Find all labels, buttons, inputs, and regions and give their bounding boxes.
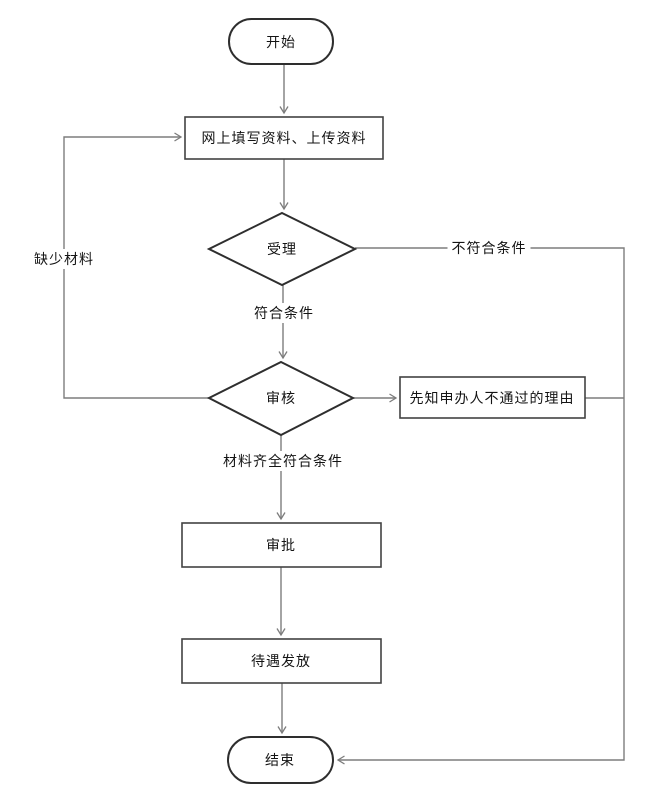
- node-accept-decision: [206, 211, 358, 287]
- node-end-terminator: [227, 736, 334, 784]
- node-benefits-label: 待遇发放: [251, 653, 311, 669]
- node-benefits-process: [181, 638, 382, 684]
- node-start-terminator: [228, 18, 334, 65]
- node-approve-label: 审批: [266, 537, 296, 553]
- node-approve-process: [181, 522, 382, 568]
- node-fill-upload-label: 网上填写资料、上传资料: [201, 130, 367, 146]
- node-review-label: 审核: [266, 390, 296, 406]
- edge-label-not-meet-conditions: 不符合条件: [447, 238, 531, 258]
- node-notify-reason-process: [399, 376, 586, 419]
- node-accept-label: 受理: [267, 241, 297, 257]
- node-end-label: 结束: [265, 752, 295, 768]
- node-start-label: 开始: [266, 34, 296, 50]
- edge-label-complete-conditions: 材料齐全符合条件: [219, 451, 347, 471]
- edge-label-meets-conditions: 符合条件: [250, 303, 318, 323]
- node-notify-reason-label: 先知申办人不通过的理由: [409, 390, 575, 406]
- node-fill-upload-process: [184, 116, 384, 160]
- node-review-decision: [206, 360, 356, 437]
- edge-label-missing-materials: 缺少材料: [30, 249, 98, 269]
